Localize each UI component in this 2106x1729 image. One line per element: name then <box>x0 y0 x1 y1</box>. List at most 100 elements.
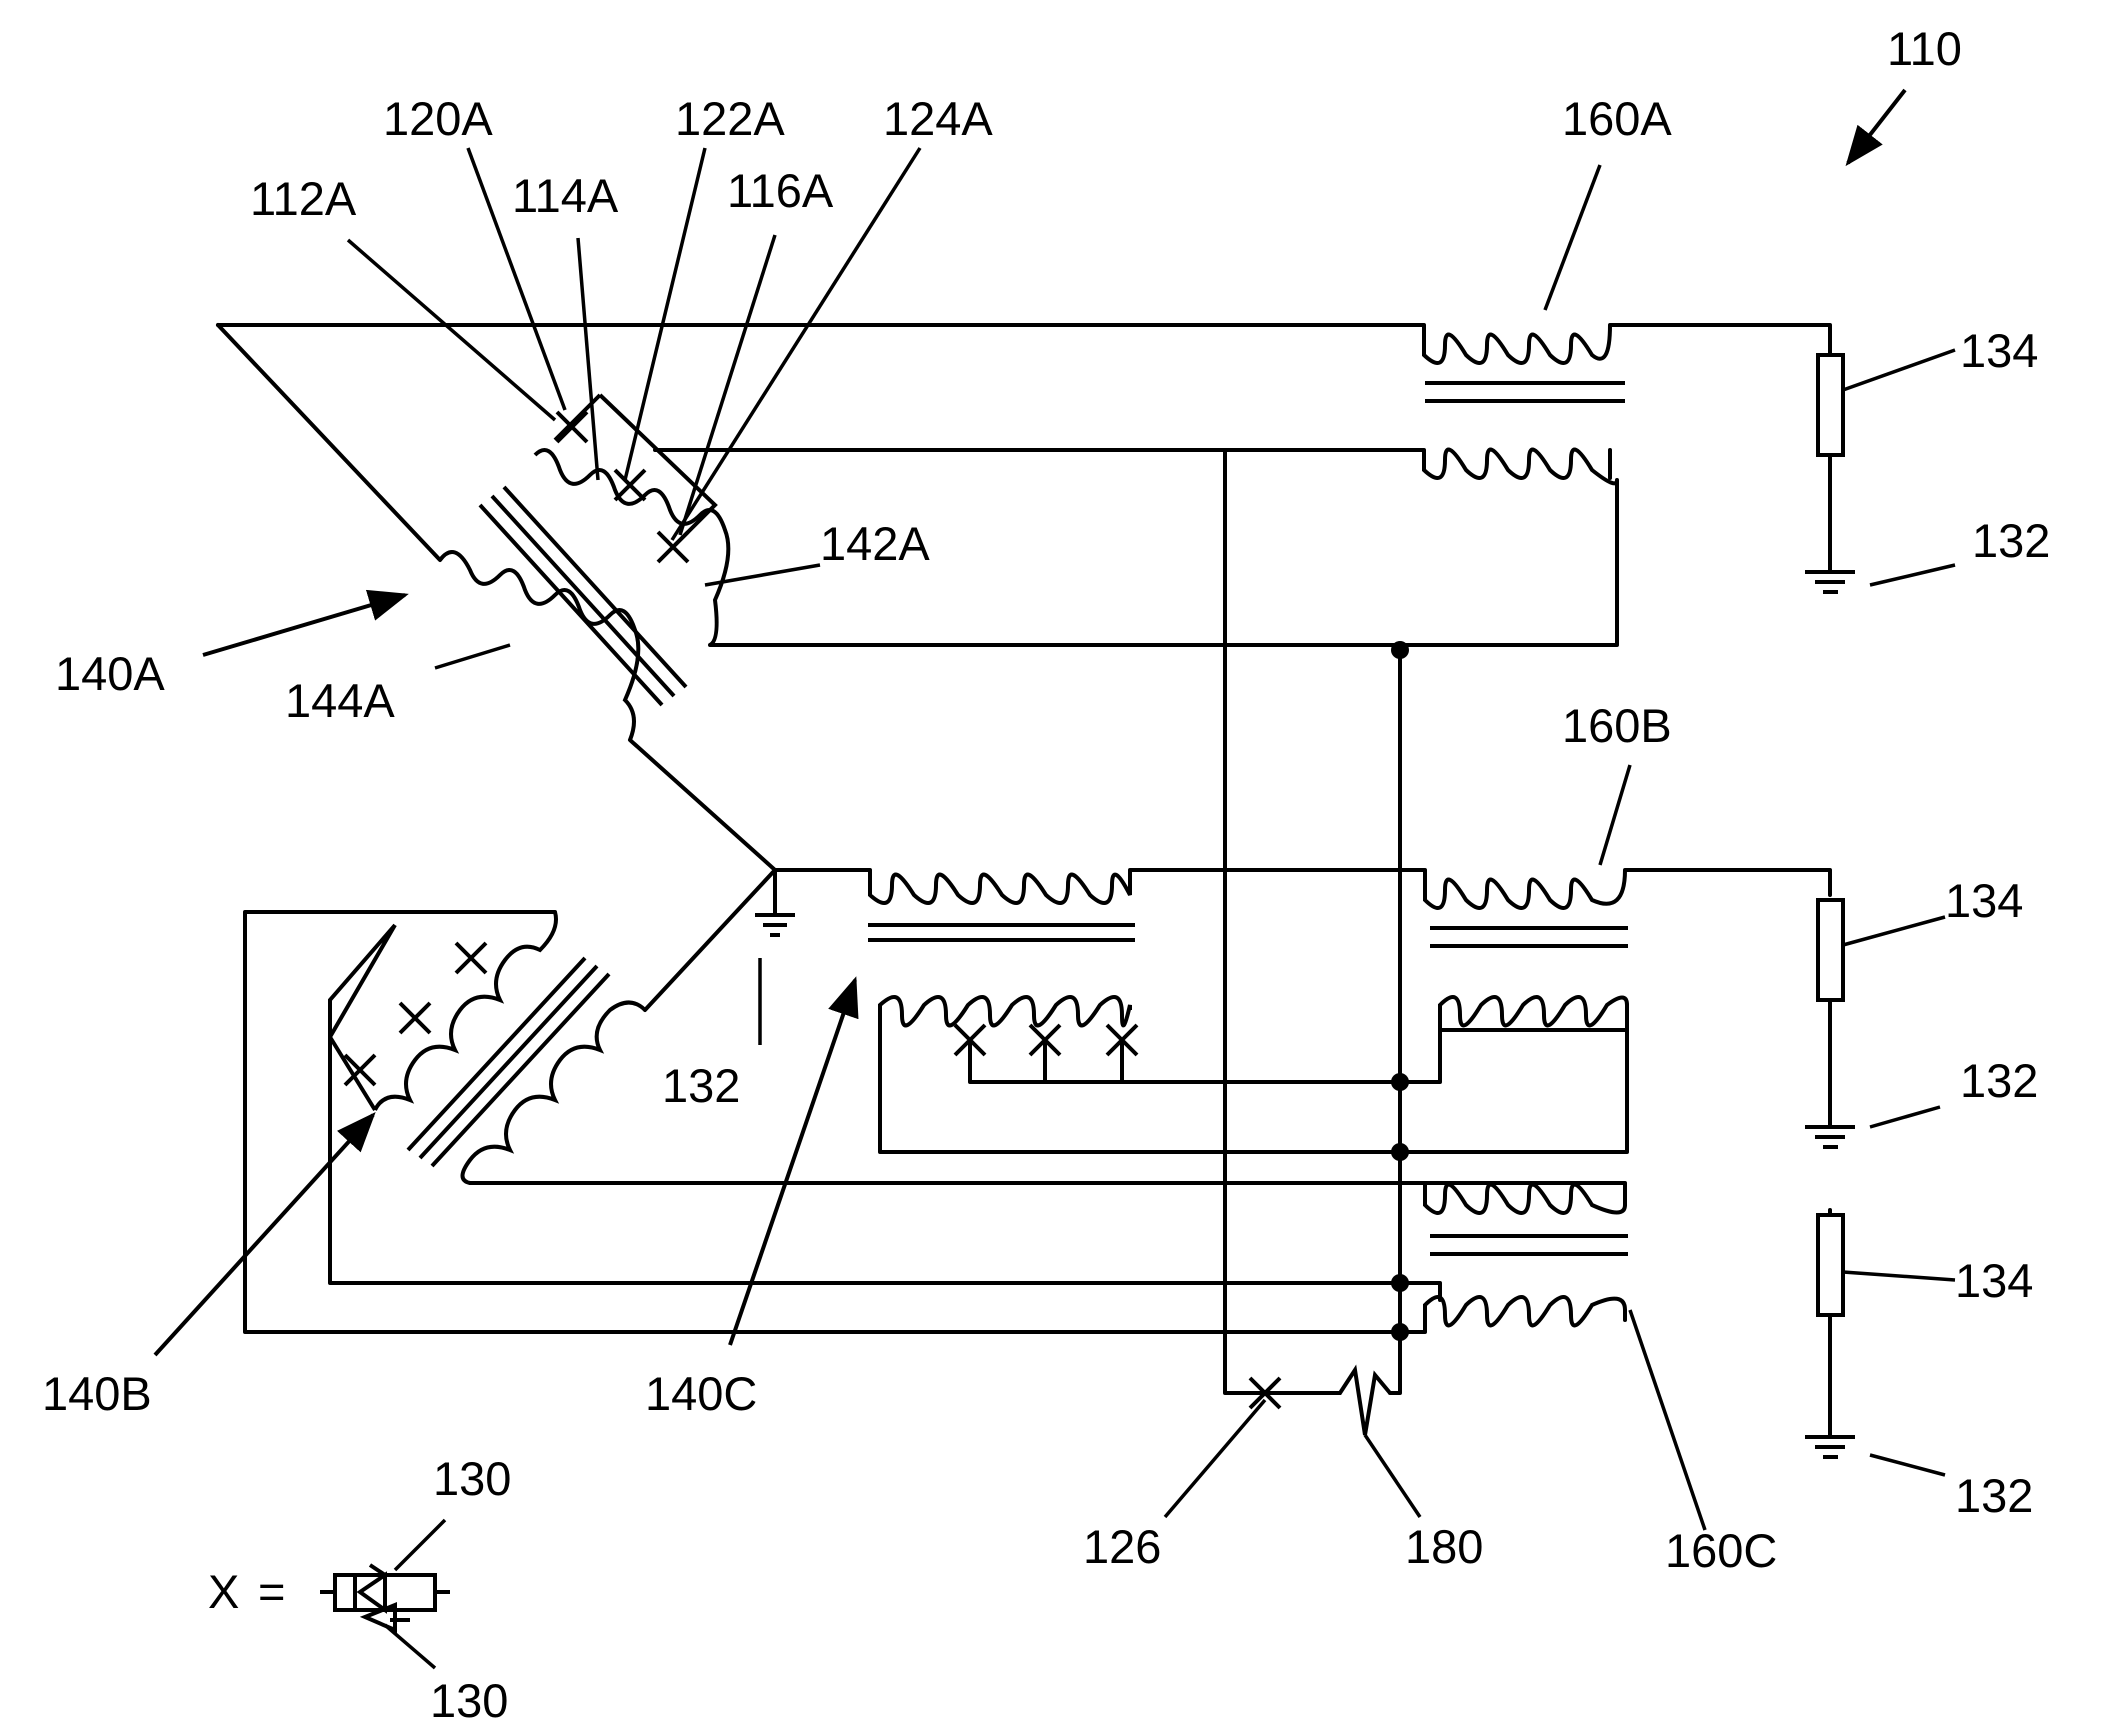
wire-140b-inner-loop <box>330 1037 1400 1283</box>
label-140B: 140B <box>42 1367 152 1420</box>
junction-bottom <box>1391 1323 1409 1341</box>
switch-b1 <box>456 943 486 973</box>
label-142A: 142A <box>820 517 930 570</box>
core-140a <box>480 487 686 705</box>
label-124A: 124A <box>883 92 993 145</box>
winding-160a-primary <box>1424 325 1610 363</box>
wire-tap-stubs <box>1045 1040 1122 1082</box>
core-160c <box>1430 1236 1628 1254</box>
switch-b2 <box>400 1003 430 1033</box>
legend-symbol-x: X <box>208 1565 239 1618</box>
core-160a <box>1425 383 1625 401</box>
winding-160a-secondary <box>1424 450 1617 484</box>
wire-fault-path <box>1225 450 1265 1393</box>
label-134-c: 134 <box>1955 1254 2033 1307</box>
resistor-c <box>1818 1215 1843 1315</box>
winding-144b <box>463 1003 646 1184</box>
fault-180-zigzag <box>1265 1370 1390 1435</box>
leader-130-top <box>395 1520 445 1570</box>
label-132-d: 132 <box>1955 1469 2033 1522</box>
label-160B: 160B <box>1562 699 1672 752</box>
label-180: 180 <box>1405 1520 1483 1573</box>
switch-120a <box>557 412 587 442</box>
label-140A: 140A <box>55 647 165 700</box>
labels: 110 120A 122A 124A 112A 114A 116A 160A 1… <box>42 22 2050 1727</box>
leader-160C <box>1630 1310 1705 1530</box>
windings <box>330 325 1627 1332</box>
junction-mid <box>1391 1073 1409 1091</box>
wire-140c-taps <box>970 1005 1627 1082</box>
ground-neutral <box>755 915 795 935</box>
arrow-140B <box>155 1115 373 1355</box>
leader-112A <box>348 240 555 420</box>
leader-122A <box>625 148 705 480</box>
label-114A: 114A <box>512 169 619 222</box>
arrow-140C <box>730 980 855 1345</box>
leader-160B <box>1600 765 1630 865</box>
leader-116A <box>680 235 775 535</box>
junction-lower <box>1391 1274 1409 1292</box>
legend-thyristor-symbol <box>320 1565 450 1630</box>
label-160C: 160C <box>1665 1524 1777 1577</box>
label-132-a: 132 <box>1972 514 2050 567</box>
ground-a <box>1805 572 1855 592</box>
wire-160a-secondary <box>655 450 1610 478</box>
arrow-110 <box>1848 90 1905 163</box>
junction-low <box>1391 1143 1409 1161</box>
switch-122a <box>615 470 645 500</box>
label-130-bottom: 130 <box>430 1674 508 1727</box>
leader-132-d <box>1870 1455 1945 1475</box>
leader-144A <box>435 645 510 668</box>
legend-equals: = <box>258 1565 285 1618</box>
label-120A: 120A <box>383 92 493 145</box>
leader-132-b <box>1870 1107 1940 1127</box>
core-160b <box>1430 928 1628 946</box>
leader-132-a <box>1870 565 1955 585</box>
wire-144b-to-neutral <box>645 870 775 1010</box>
label-132-b: 132 <box>1960 1054 2038 1107</box>
leader-130-bottom <box>385 1625 435 1668</box>
thyristor-upper <box>355 1565 385 1610</box>
winding-160c-primary <box>1425 1183 1625 1213</box>
ground-b <box>1805 1127 1855 1147</box>
core-140b <box>408 958 609 1166</box>
wire-phase-a-diagonal <box>218 325 440 560</box>
core-140c <box>868 925 1135 940</box>
leader-134-b <box>1843 917 1945 945</box>
label-110: 110 <box>1887 22 1962 75</box>
junction-top <box>1391 641 1409 659</box>
leader-134-c <box>1843 1272 1955 1280</box>
wire-160c-secondary <box>1400 1283 1440 1332</box>
leader-126 <box>1165 1400 1265 1517</box>
label-126: 126 <box>1083 1520 1161 1573</box>
leader-lines <box>348 148 1955 1668</box>
label-132-c: 132 <box>662 1059 740 1112</box>
label-130-top: 130 <box>433 1452 511 1505</box>
winding-160c-secondary <box>1425 1297 1625 1332</box>
label-160A: 160A <box>1562 92 1672 145</box>
ground-c <box>1805 1437 1855 1457</box>
label-140C: 140C <box>645 1367 757 1420</box>
winding-142b-taps <box>330 925 395 1110</box>
label-116A: 116A <box>727 164 834 217</box>
arrow-140A <box>203 595 405 655</box>
winding-140c-primary <box>870 870 1130 903</box>
leader-160A <box>1545 165 1600 310</box>
winding-160b-secondary <box>1440 997 1627 1030</box>
leader-114A <box>578 238 598 480</box>
label-134-b: 134 <box>1945 874 2023 927</box>
winding-160b-primary <box>1425 870 1625 908</box>
label-122A: 122A <box>675 92 785 145</box>
leader-134-a <box>1843 350 1955 390</box>
winding-140c-secondary <box>880 997 1130 1025</box>
resistor-a <box>1818 355 1843 455</box>
wire-140c-primary <box>775 870 1830 895</box>
transformer-cores <box>408 383 1628 1254</box>
winding-142b <box>375 912 556 1110</box>
wire-144a-to-neutral <box>630 740 775 870</box>
label-144A: 144A <box>285 674 395 727</box>
resistor-b <box>1818 900 1843 1000</box>
label-112A: 112A <box>250 172 357 225</box>
leader-180 <box>1365 1435 1420 1517</box>
